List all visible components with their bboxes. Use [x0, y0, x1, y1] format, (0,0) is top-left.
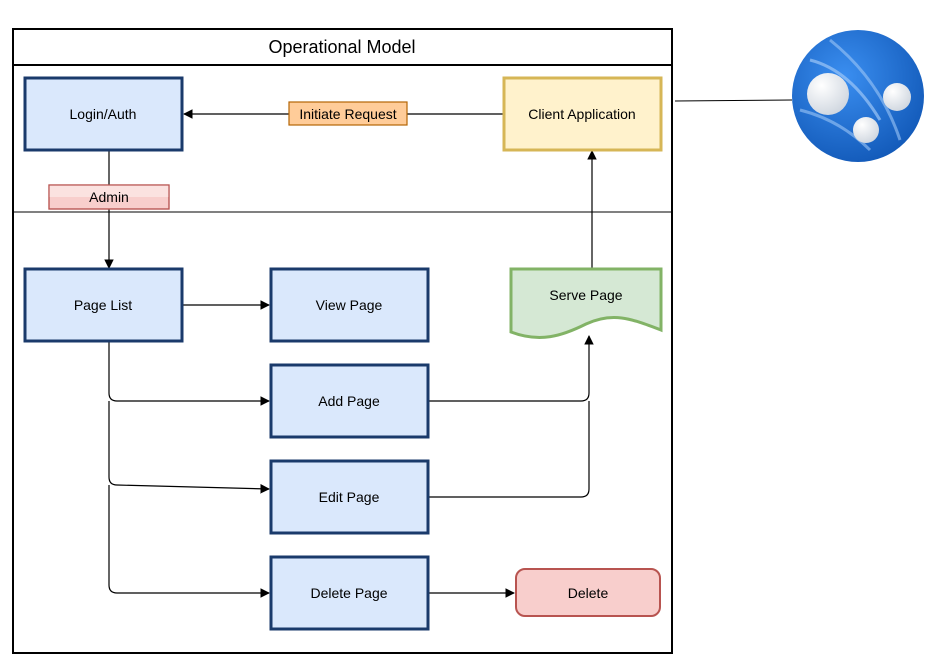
node-page-list: Page List: [23, 267, 184, 343]
svg-text:Login/Auth: Login/Auth: [70, 106, 137, 122]
initiate-request-label: Initiate Request: [288, 101, 408, 126]
node-login-auth: Login/Auth: [23, 76, 184, 152]
node-delete: Delete: [515, 568, 661, 617]
svg-text:Delete Page: Delete Page: [310, 585, 387, 601]
svg-text:Admin: Admin: [89, 189, 129, 205]
svg-text:Edit Page: Edit Page: [319, 489, 380, 505]
node-edit-page: Edit Page: [269, 459, 430, 535]
svg-text:Serve Page: Serve Page: [549, 287, 622, 303]
edge-page-list-to-edit: [108, 401, 270, 494]
svg-text:Add Page: Add Page: [318, 393, 380, 409]
node-client-application: Client Application: [502, 76, 663, 152]
azure-web-app-icon: [792, 30, 924, 162]
diagram-title: Operational Model: [268, 37, 415, 57]
node-add-page: Add Page: [269, 363, 430, 439]
edge-add-to-serve: [428, 335, 594, 402]
svg-text:Page List: Page List: [74, 297, 132, 313]
node-view-page: View Page: [269, 267, 430, 343]
node-delete-page: Delete Page: [269, 555, 430, 631]
svg-text:Initiate Request: Initiate Request: [299, 106, 396, 122]
admin-label: Admin: [48, 184, 170, 210]
edge-page-list-to-add: [108, 342, 270, 406]
edge-edit-to-serve: [428, 401, 590, 498]
azure-connector-line: [674, 99, 793, 102]
node-serve-page: Serve Page: [509, 267, 663, 339]
svg-text:View Page: View Page: [316, 297, 383, 313]
svg-text:Client Application: Client Application: [528, 106, 635, 122]
edge-page-list-to-delete-page: [108, 485, 270, 598]
svg-text:Delete: Delete: [568, 585, 609, 601]
